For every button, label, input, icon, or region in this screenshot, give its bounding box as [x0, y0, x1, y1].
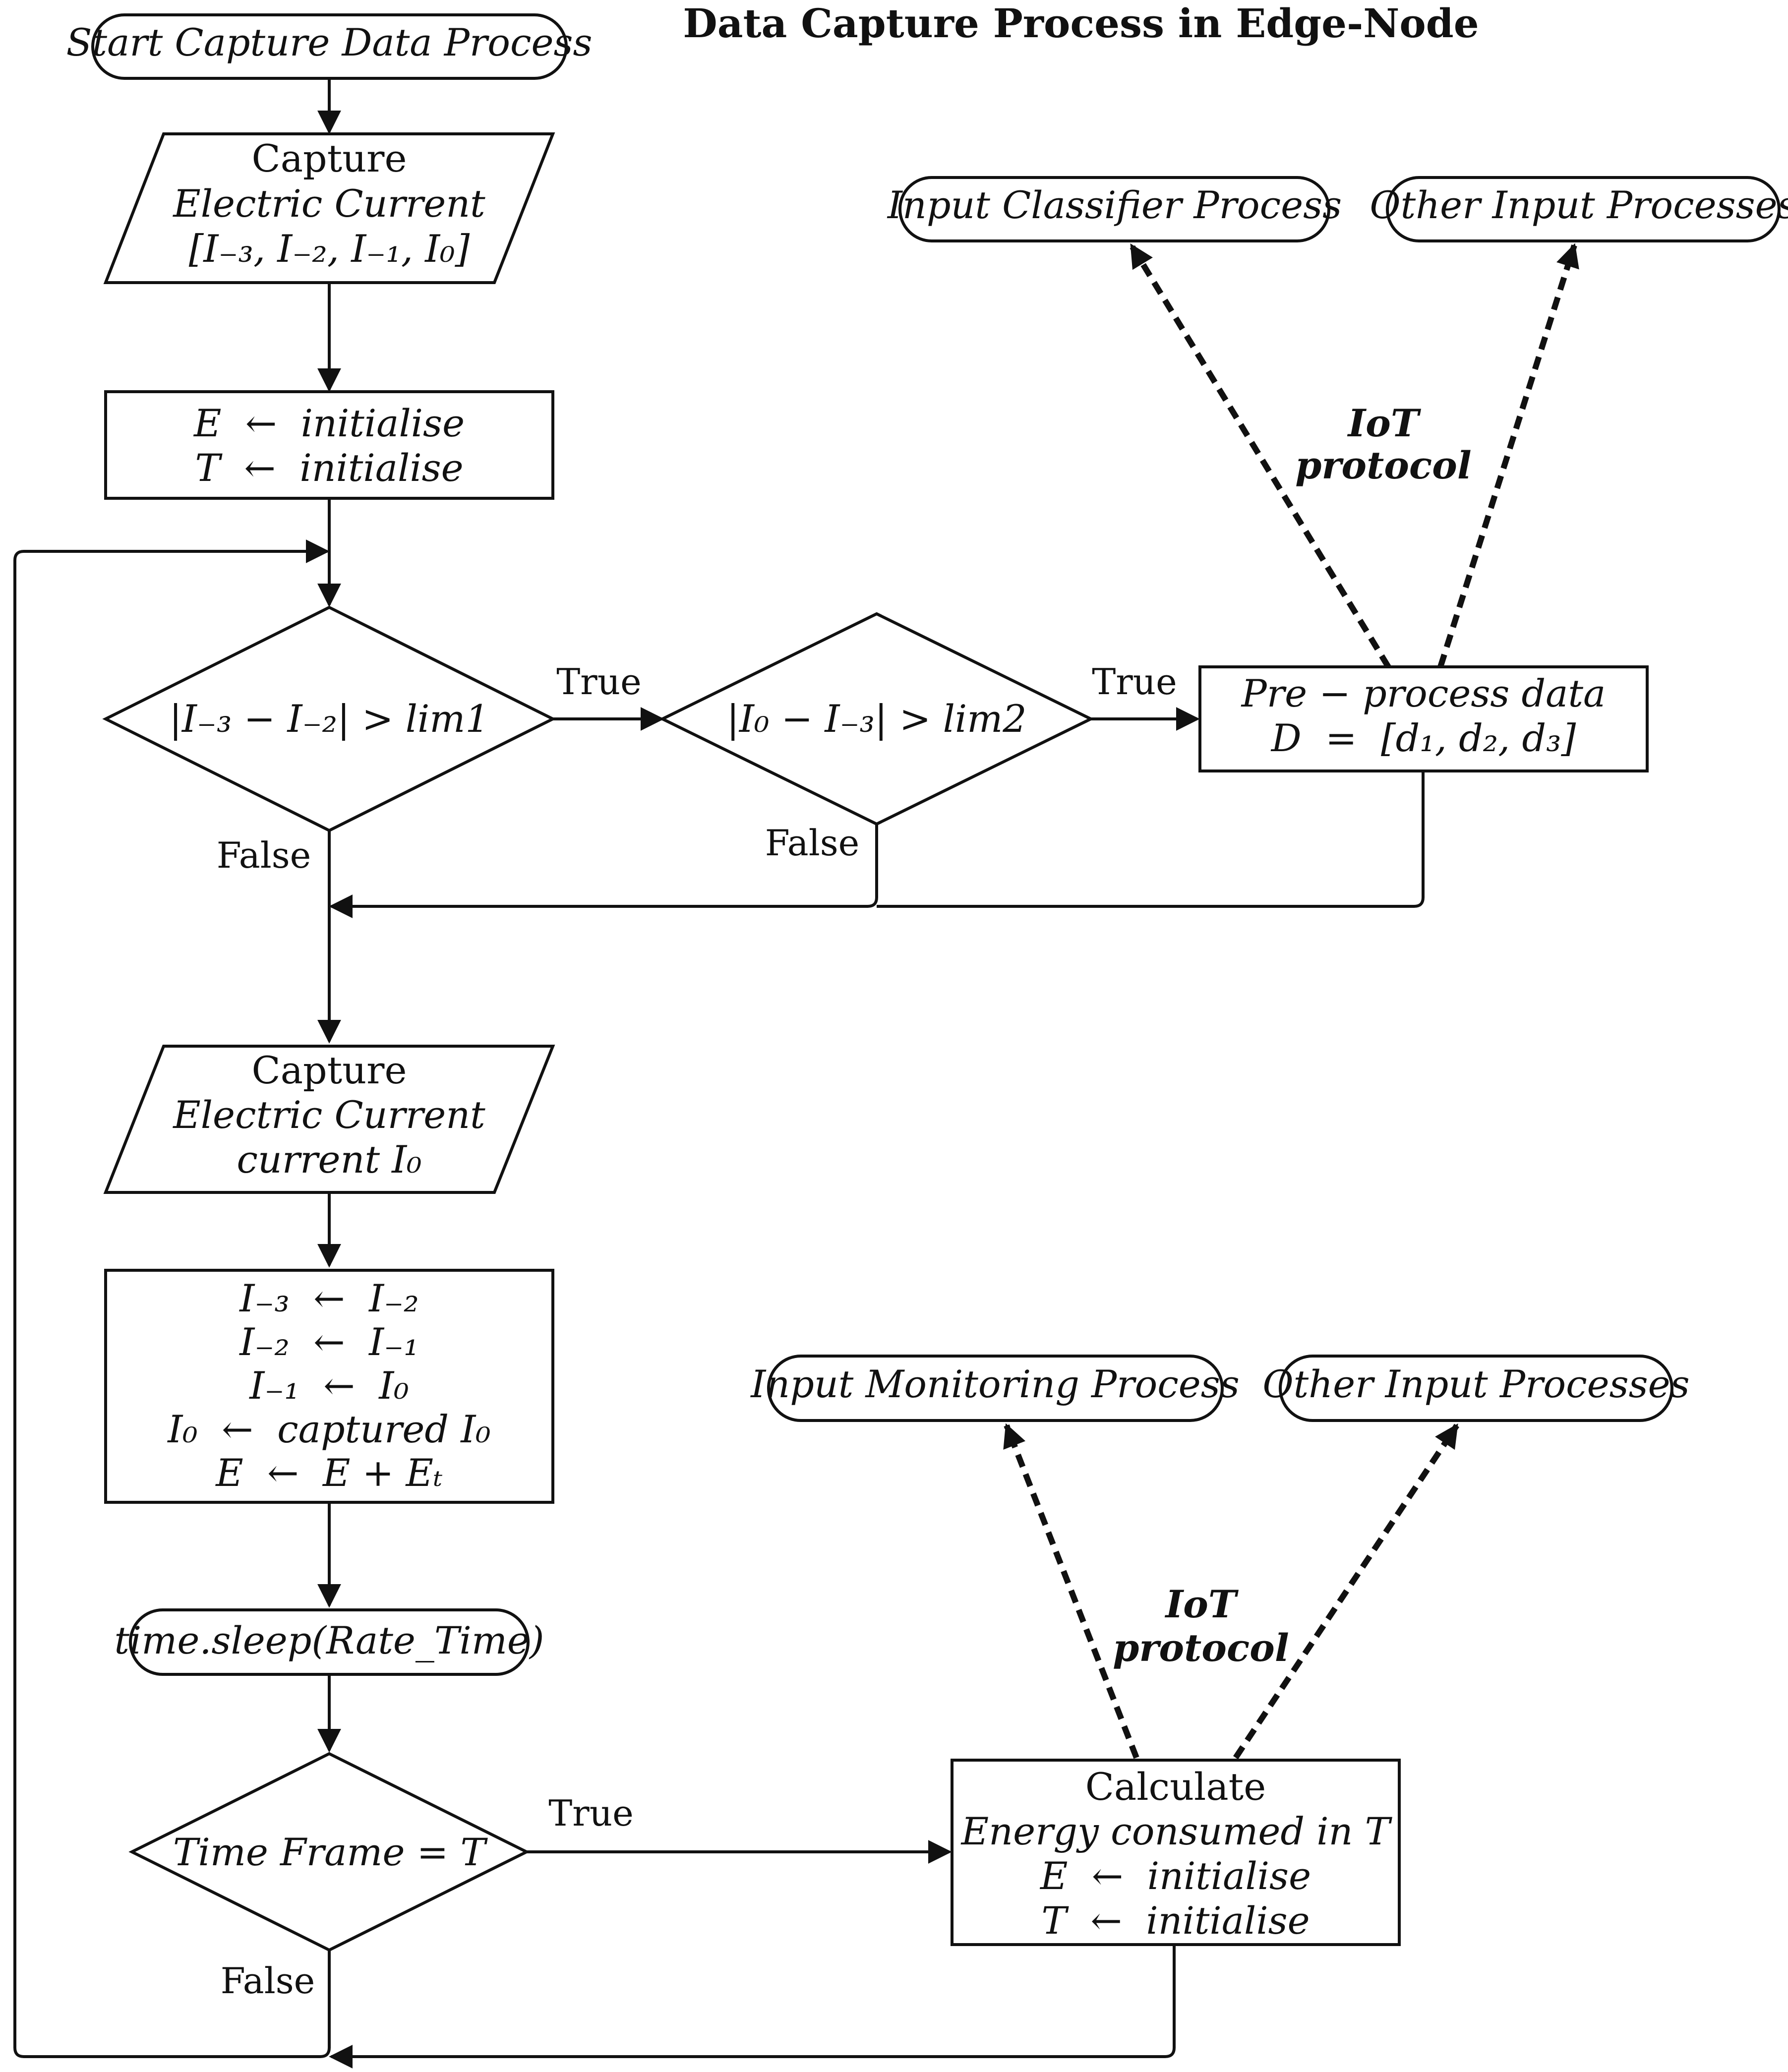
sleep-terminator: time.sleep(Rate_Time)	[114, 1608, 544, 1676]
edge-calc-return	[329, 1945, 1176, 2069]
edge-loop-back	[13, 539, 331, 2058]
shift-line3: I₋₁ ← I₀	[248, 1363, 409, 1408]
shift-process: I₋₃ ← I₋₂ I₋₂ ← I₋₁ I₋₁ ← I₀ I₀ ← captur…	[104, 1269, 554, 1504]
preprocess-box: Pre − process data D = [d₁, d₂, d₃]	[1198, 665, 1649, 772]
monitor-label: Input Monitoring Process	[750, 1362, 1240, 1406]
decision-2: |I₀ − I₋₃| > lim2	[659, 612, 1094, 826]
edge-label-true-2: True	[1092, 661, 1177, 703]
connectors	[13, 79, 1425, 2069]
capture2-line1: Capture	[252, 1048, 407, 1092]
preprocess-line2: D = [d₁, d₂, d₃]	[1270, 716, 1576, 760]
edge-label-false-3: False	[221, 1960, 315, 2002]
iot-arrows	[1003, 243, 1579, 1760]
capture1-line2: Electric Current	[172, 181, 485, 226]
classifier-terminator: Input Classifier Process	[887, 176, 1342, 242]
preprocess-line1: Pre − process data	[1241, 671, 1606, 715]
iot-label-2-line1: IoT	[1165, 1582, 1239, 1626]
iot-label-2-line2: protocol	[1113, 1626, 1289, 1670]
edge-preprocess-merge	[877, 771, 1425, 908]
other-input-terminator-2: Other Input Processes	[1262, 1355, 1690, 1422]
other1-label: Other Input Processes	[1370, 183, 1788, 227]
capture1-line3: [I₋₃, I₋₂, I₋₁, I₀]	[189, 227, 470, 271]
capture-input-2: Capture Electric Current current I₀	[103, 1045, 555, 1194]
calc-line2: Energy consumed in T	[960, 1809, 1393, 1853]
edge-dec2-false-merge	[329, 824, 878, 918]
iot-label-1-line1: IoT	[1347, 401, 1422, 445]
decision-3: Time Frame = T	[128, 1752, 530, 1952]
shift-line4: I₀ ← captured I₀	[167, 1407, 490, 1451]
calc-line4: T ← initialise	[1041, 1898, 1310, 1943]
capture-input-1: Capture Electric Current [I₋₃, I₋₂, I₋₁,…	[103, 132, 555, 284]
iot-arrow-other2	[1233, 1423, 1459, 1760]
dec3-label: Time Frame = T	[173, 1830, 488, 1874]
dec1-label: |I₋₃ − I₋₂| > lim1	[169, 697, 489, 741]
sleep-label: time.sleep(Rate_Time)	[114, 1618, 544, 1662]
shift-line1: I₋₃ ← I₋₂	[238, 1276, 419, 1320]
calculate-box: Calculate Energy consumed in T E ← initi…	[951, 1759, 1401, 1946]
dec2-label: |I₀ − I₋₃| > lim2	[726, 697, 1026, 741]
edge-label-false-1: False	[217, 834, 311, 876]
shift-line2: I₋₂ ← I₋₁	[238, 1320, 419, 1364]
init-process: E ← initialise T ← initialise	[104, 390, 554, 500]
capture1-line1: Capture	[252, 136, 407, 180]
edge-label-false-2: False	[765, 822, 860, 864]
monitor-terminator: Input Monitoring Process	[750, 1355, 1240, 1422]
other2-label: Other Input Processes	[1262, 1362, 1689, 1406]
iot-arrow-monitor	[1003, 1423, 1139, 1759]
iot-label-1-line2: protocol	[1295, 443, 1472, 487]
calc-line3: E ← initialise	[1039, 1854, 1311, 1898]
classifier-label: Input Classifier Process	[887, 183, 1342, 227]
shift-line5: E ← E + Eₜ	[215, 1451, 443, 1495]
init-line1: E ← initialise	[193, 401, 465, 445]
other-input-terminator-1: Other Input Processes	[1370, 176, 1788, 242]
edge-label-true-3: True	[548, 1792, 633, 1834]
start-label: Start Capture Data Process	[66, 20, 592, 64]
init-line2: T ← initialise	[195, 446, 463, 490]
edge-label-true-1: True	[556, 661, 641, 703]
decision-1: |I₋₃ − I₋₂| > lim1	[102, 605, 556, 832]
capture2-line3: current I₀	[237, 1137, 421, 1182]
start-terminator: Start Capture Data Process	[66, 13, 593, 80]
capture2-line2: Electric Current	[172, 1093, 485, 1137]
diagram-title: Data Capture Process in Edge-Node	[683, 0, 1479, 47]
iot-arrow-other1	[1437, 243, 1579, 668]
calc-line1: Calculate	[1085, 1765, 1266, 1809]
